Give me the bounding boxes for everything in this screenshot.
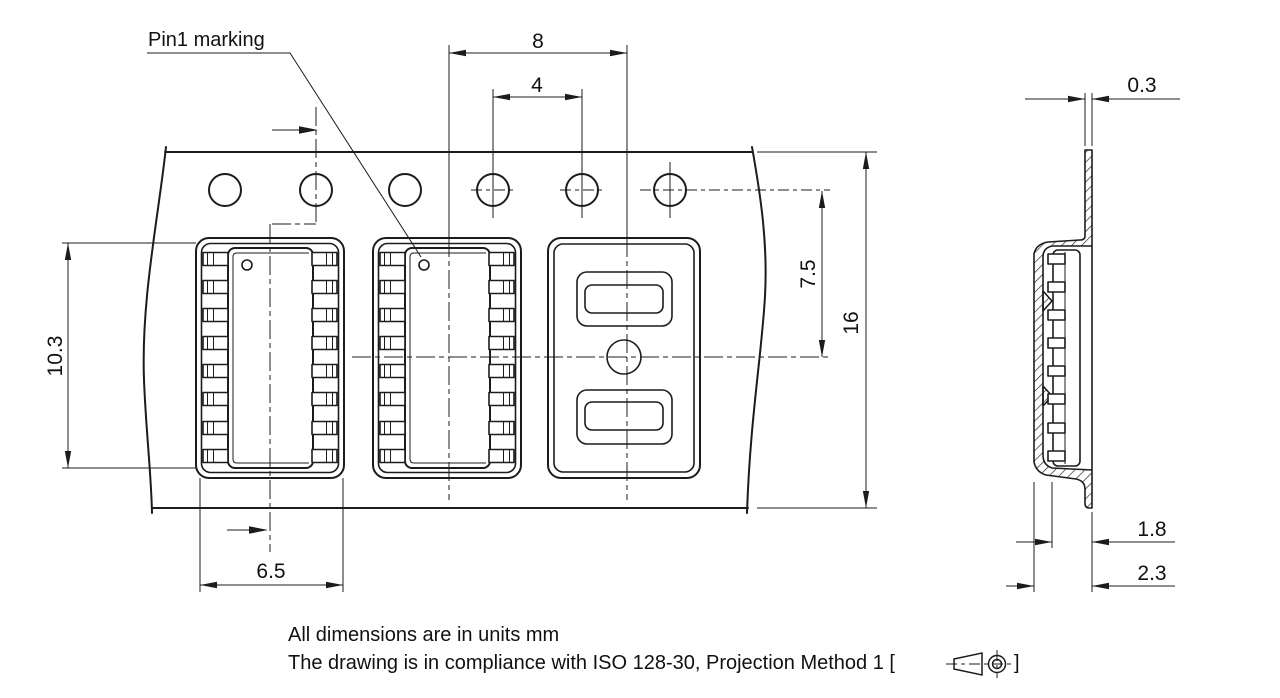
pin1-callout: Pin1 marking: [147, 29, 422, 258]
centerlines: [269, 45, 830, 552]
ic-package-section: [1047, 249, 1081, 467]
dimension-pocket-width: 6.5: [199, 478, 344, 592]
tape-section-material: [1033, 149, 1093, 509]
pin1-label: Pin1 marking: [148, 29, 265, 51]
dimension-pocket-total-depth: 2.3: [1006, 482, 1175, 592]
feed-direction-arrow-bottom: [227, 526, 268, 534]
feed-direction-arrow-top: [272, 126, 318, 134]
pocket-empty: [547, 237, 701, 479]
tape-torn-edge-left: [142, 146, 167, 514]
first-angle-projection-icon: [946, 650, 1011, 678]
dim-text-hole-to-pocket-center: 7.5: [797, 259, 820, 288]
dim-text-pocket-inner-depth: 1.8: [1137, 518, 1166, 541]
dim-text-pocket-total-depth: 2.3: [1137, 562, 1166, 585]
pocket-window-top: [576, 271, 673, 327]
note-standard: The drawing is in compliance with ISO 12…: [288, 652, 895, 674]
sprocket-hole: [388, 173, 422, 207]
dim-text-tape-width: 16: [840, 311, 863, 334]
dimension-pocket-pitch: 8: [449, 30, 627, 57]
dim-text-tape-thickness: 0.3: [1127, 74, 1156, 97]
dimension-pocket-inner-depth: 1.8: [1016, 482, 1175, 592]
pin1-leader-line: [147, 52, 422, 258]
dim-text-pocket-length: 10.3: [44, 336, 67, 377]
pocket-rib: [1042, 290, 1053, 312]
dim-text-pocket-width: 6.5: [256, 560, 285, 583]
carrier-tape-top-view: Pin1 marking: [142, 29, 830, 552]
pocket-with-ic-2: [373, 238, 521, 478]
dimensions-front-view: 8 4 10.3 6.5: [44, 30, 877, 592]
pocket-window-bottom: [576, 389, 673, 445]
note-units: All dimensions are in units mm: [288, 624, 559, 646]
tape-torn-edge-right: [746, 146, 767, 514]
sprocket-hole: [208, 173, 242, 207]
dimension-pocket-length: 10.3: [44, 242, 196, 469]
dimension-hole-to-pocket-center: 7.5: [797, 191, 826, 357]
sprocket-holes: [208, 173, 687, 207]
tape-cross-section-side-view: 0.3 1.8 2.3: [1006, 74, 1180, 592]
dimension-hole-pitch: 4: [492, 74, 583, 218]
dimension-tape-width: 16: [757, 151, 877, 509]
dim-text-pocket-pitch: 8: [532, 30, 544, 53]
dim-text-hole-pitch: 4: [531, 74, 543, 97]
dimension-tape-thickness: 0.3: [1025, 74, 1180, 146]
drawing-notes: All dimensions are in units mm The drawi…: [288, 624, 1020, 678]
note-standard-close-bracket: ]: [1014, 652, 1020, 674]
